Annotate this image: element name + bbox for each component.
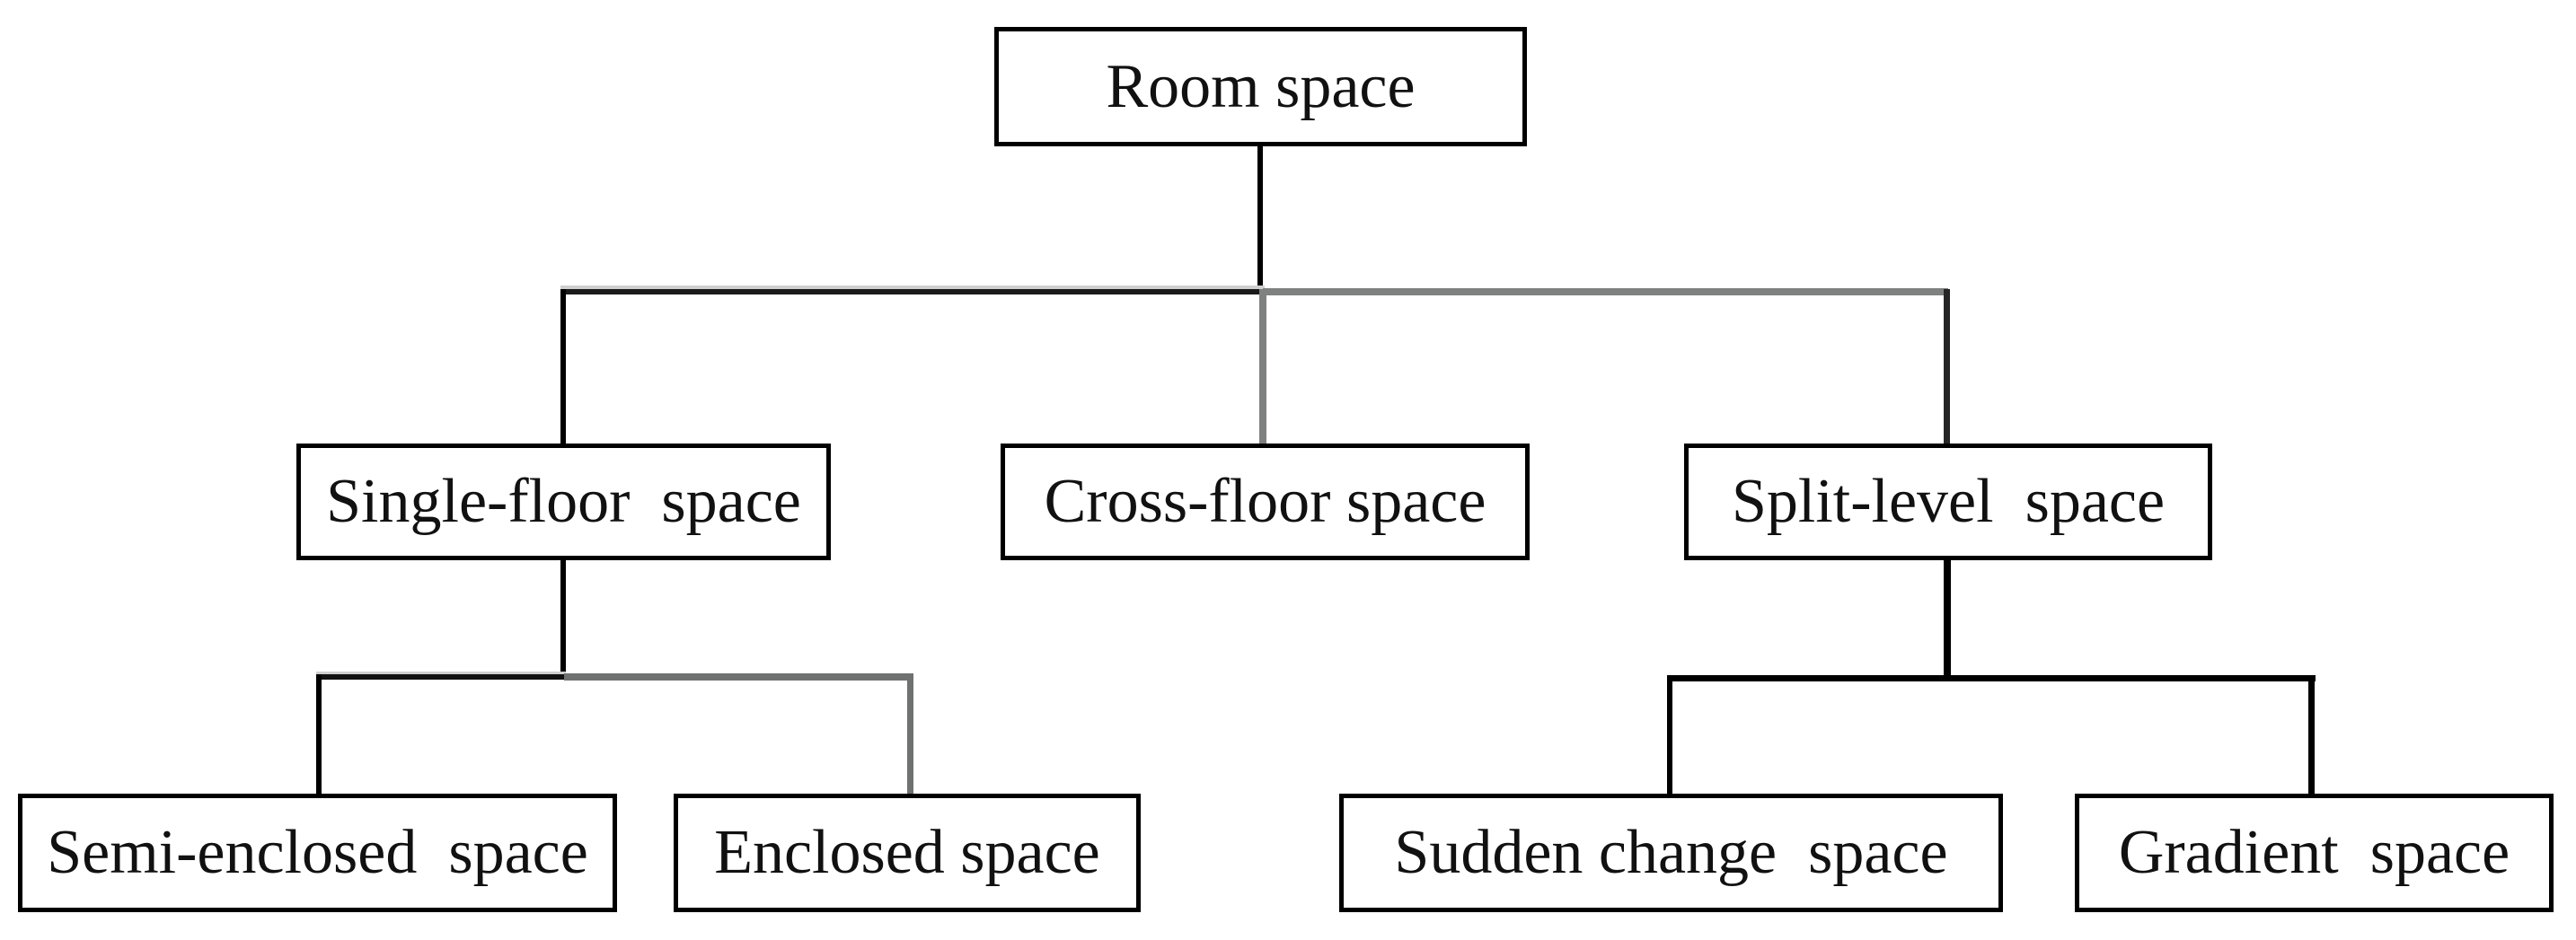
edge-split-level-stem-line <box>1944 558 1951 681</box>
edge-drop-to-enclosed-line <box>907 673 913 795</box>
edge-level1-horizontal-right-line <box>1263 288 1948 295</box>
node-gradient-space: Gradient space <box>2075 794 2554 912</box>
edge-drop-to-gradient-line <box>2308 675 2315 795</box>
edge-single-subtree-horizontal-right-line <box>564 673 913 681</box>
edge-single-subtree-horizontal-left-highlight <box>316 672 566 674</box>
node-cross-floor-space-label: Cross-floor space <box>1044 467 1486 536</box>
edge-level1-horizontal-left-highlight <box>560 286 1265 289</box>
node-room-space-label: Room space <box>1106 51 1416 121</box>
node-semi-enclosed-space: Semi-enclosed space <box>18 794 617 912</box>
node-sudden-change-space-label: Sudden change space <box>1394 818 1948 887</box>
node-enclosed-space: Enclosed space <box>674 794 1141 912</box>
edge-drop-to-split-level-line <box>1944 289 1950 444</box>
node-single-floor-space: Single-floor space <box>296 444 831 560</box>
node-single-floor-space-label: Single-floor space <box>326 467 801 536</box>
edge-single-floor-stem-line <box>560 558 566 680</box>
edge-drop-to-single-floor-line <box>560 289 566 444</box>
edge-room-stem-line <box>1257 146 1263 292</box>
node-enclosed-space-label: Enclosed space <box>714 818 1100 887</box>
node-semi-enclosed-space-label: Semi-enclosed space <box>47 818 588 887</box>
edge-drop-to-cross-floor-line <box>1259 289 1266 444</box>
edge-single-subtree-horizontal-left-line <box>316 674 566 680</box>
node-cross-floor-space: Cross-floor space <box>1001 444 1530 560</box>
node-room-space: Room space <box>994 27 1527 146</box>
node-split-level-space: Split-level space <box>1684 444 2212 560</box>
node-gradient-space-label: Gradient space <box>2118 818 2510 887</box>
node-split-level-space-label: Split-level space <box>1731 467 2166 536</box>
edge-split-subtree-horizontal-line <box>1667 675 2316 681</box>
edge-drop-to-semi-enclosed-line <box>316 674 322 795</box>
node-sudden-change-space: Sudden change space <box>1339 794 2003 912</box>
edge-drop-to-sudden-change-line <box>1667 675 1672 795</box>
edge-level1-horizontal-left-line <box>560 289 1265 294</box>
